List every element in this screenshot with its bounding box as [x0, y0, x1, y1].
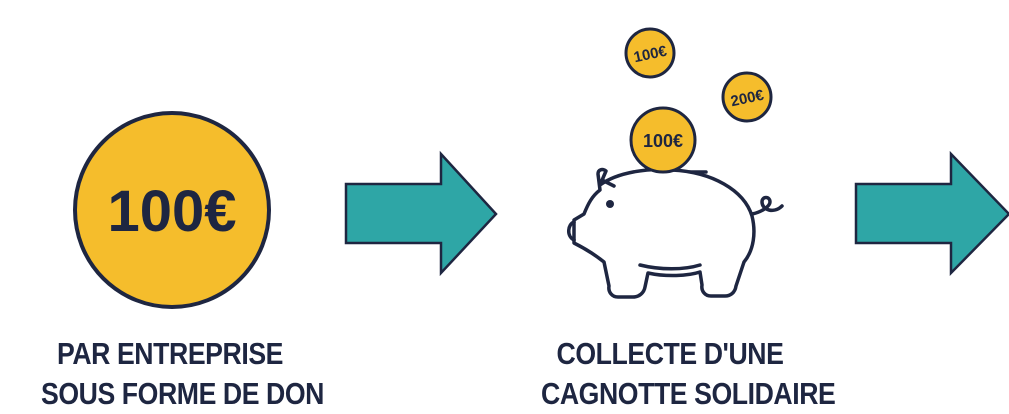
- coin-icon-1: 100€: [624, 27, 676, 79]
- arrow-right-icon-1: [344, 150, 498, 277]
- step-2-caption-line-1: COLLECTE D'UNE: [556, 336, 784, 371]
- big-coin-icon: 100€: [73, 111, 271, 309]
- step-1-caption-line-1: PAR ENTREPRISE: [56, 336, 284, 371]
- big-coin-amount: 100€: [107, 179, 236, 244]
- step-2-caption-line-2: CAGNOTTE SOLIDAIRE: [541, 376, 836, 411]
- piggy-eye-icon: [606, 200, 614, 208]
- coin-icon-2: 200€: [721, 71, 773, 123]
- piggy-bank-icon: [567, 167, 784, 299]
- coin-2-amount: 200€: [729, 87, 766, 111]
- coin-3-amount: 100€: [643, 131, 683, 151]
- arrow-right-icon-2: [854, 150, 1009, 277]
- step-1-caption: PAR ENTREPRISE SOUS FORME DE DON: [41, 334, 325, 414]
- step-1-caption-line-2: SOUS FORME DE DON: [41, 376, 325, 411]
- step-2-caption: COLLECTE D'UNE CAGNOTTE SOLIDAIRE: [541, 334, 836, 414]
- coin-1-amount: 100€: [632, 43, 669, 67]
- coin-icon-3: 100€: [629, 106, 697, 174]
